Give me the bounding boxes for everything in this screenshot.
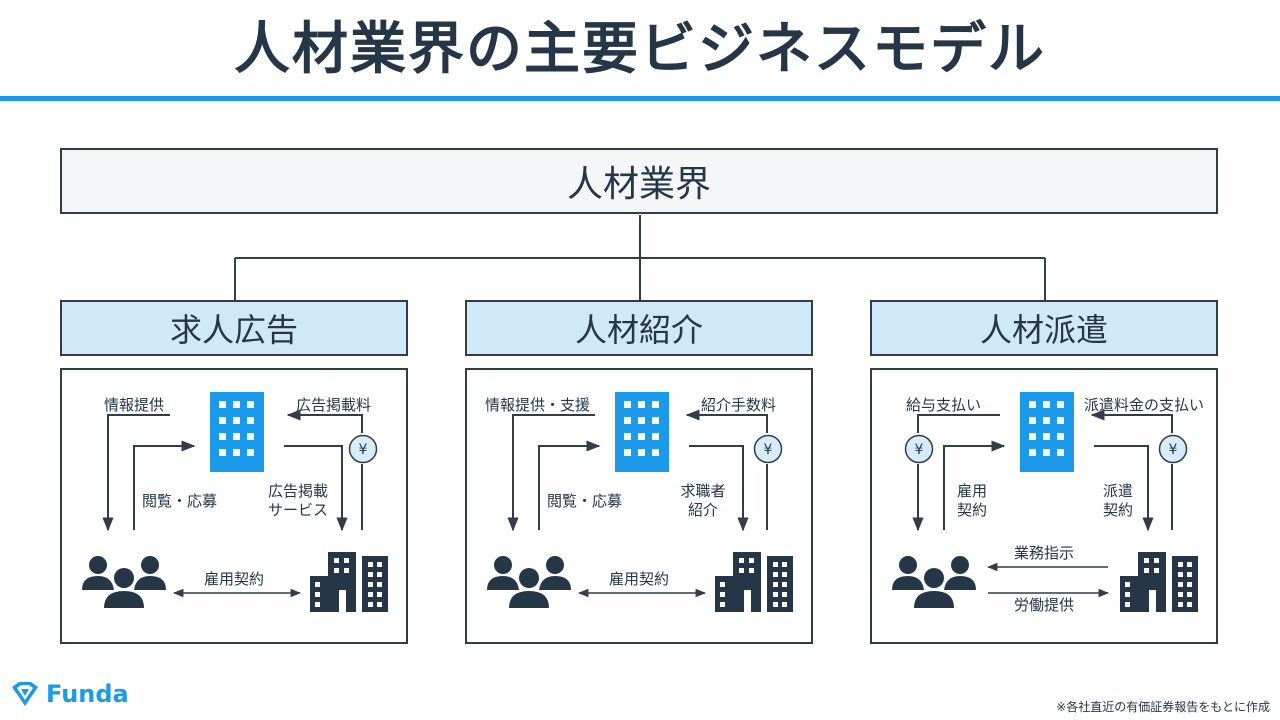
flow-arrows xyxy=(912,409,1173,598)
funda-logo: Funda xyxy=(10,680,129,708)
title-underline xyxy=(0,96,1280,101)
people-icon xyxy=(487,556,571,608)
yen-icon: ¥ xyxy=(348,434,378,464)
category-label: 人材紹介 xyxy=(574,311,703,349)
people-icon xyxy=(82,556,166,608)
company-buildings-icon xyxy=(1120,552,1198,612)
panel-placement: 情報提供・支援 紹介手数料 閲覧・応募 求職者 紹介 雇用契約 ¥ xyxy=(465,368,813,644)
source-note: ※各社直近の有価証券報告をもとに作成 xyxy=(1056,700,1270,714)
flow-label: 雇用契約 xyxy=(609,570,670,588)
category-label: 求人広告 xyxy=(169,311,298,349)
flow-label: 閲覧・応募 xyxy=(142,492,218,510)
page-title: 人材業界の主要ビジネスモデル xyxy=(234,17,1046,82)
flow-label: 雇用契約 xyxy=(204,570,265,588)
flow-label: 給与支払い xyxy=(906,396,982,414)
yen-icon: ¥ xyxy=(1158,434,1188,464)
svg-text:¥: ¥ xyxy=(915,442,924,458)
root-box: 人材業界 xyxy=(60,148,1218,214)
yen-icon: ¥ xyxy=(904,434,934,464)
flow-label: 派遣料金の支払い xyxy=(1084,396,1205,414)
building-icon xyxy=(1020,392,1074,472)
flow-label: 紹介手数料 xyxy=(701,396,777,414)
flow-label: 広告掲載料 xyxy=(296,396,372,414)
flow-label: 求職者 紹介 xyxy=(680,482,726,519)
flow-arrows xyxy=(507,409,768,598)
svg-text:¥: ¥ xyxy=(764,442,773,458)
svg-text:¥: ¥ xyxy=(1169,442,1178,458)
building-icon xyxy=(210,392,264,472)
flow-label: 労働提供 xyxy=(1014,596,1075,614)
company-buildings-icon xyxy=(310,552,388,612)
building-icon xyxy=(615,392,669,472)
flow-label: 情報提供 xyxy=(104,396,165,414)
category-box-placement: 人材紹介 xyxy=(465,300,813,356)
flow-arrows xyxy=(102,409,363,598)
flow-label: 派遣 契約 xyxy=(1102,482,1133,519)
flow-label: 情報提供・支援 xyxy=(485,396,591,414)
company-buildings-icon xyxy=(715,552,793,612)
root-label: 人材業界 xyxy=(566,164,711,205)
funda-logo-icon xyxy=(12,682,38,706)
yen-icon: ¥ xyxy=(753,434,783,464)
panel-dispatch: 給与支払い 派遣料金の支払い 雇用 契約 派遣 契約 業務指示 労働提供 ¥ ¥ xyxy=(870,368,1218,644)
flow-label: 業務指示 xyxy=(1014,544,1075,562)
flow-label: 雇用 契約 xyxy=(956,482,987,519)
category-box-job-ads: 求人広告 xyxy=(60,300,408,356)
svg-text:¥: ¥ xyxy=(359,442,368,458)
panel-job-ads: 情報提供 広告掲載料 閲覧・応募 広告掲載 サービス 雇用契約 ¥ xyxy=(60,368,408,644)
flow-label: 広告掲載 サービス xyxy=(267,482,328,519)
flow-label: 閲覧・応募 xyxy=(547,492,623,510)
category-label: 人材派遣 xyxy=(979,311,1108,349)
brand-name: Funda xyxy=(46,680,129,708)
people-icon xyxy=(892,556,976,608)
category-box-dispatch: 人材派遣 xyxy=(870,300,1218,356)
